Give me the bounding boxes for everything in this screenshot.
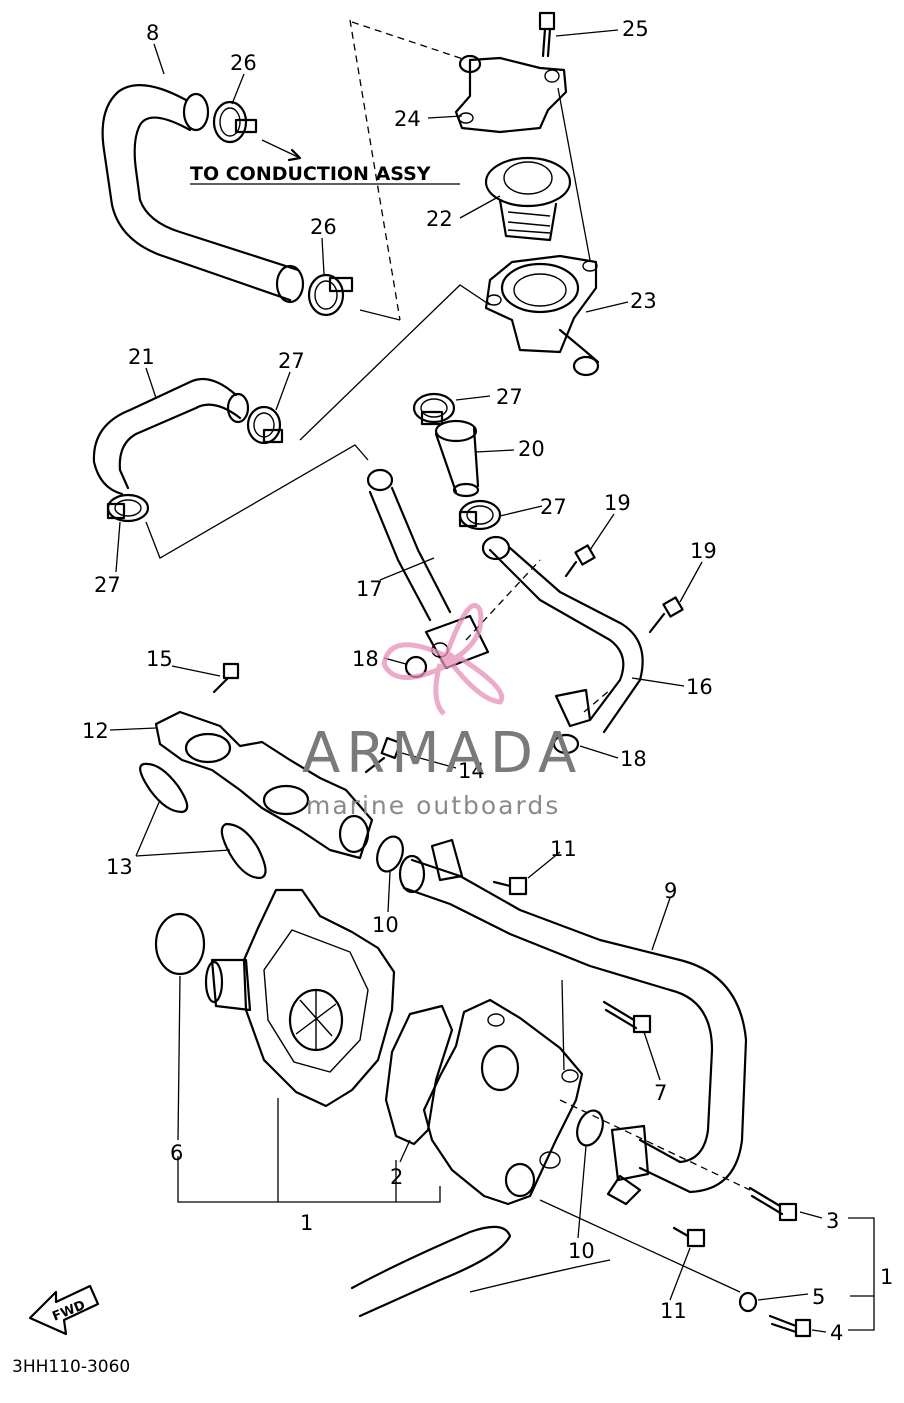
hose-21 [92, 377, 250, 496]
bolt-11-upper [492, 876, 528, 896]
bolt-7 [602, 1000, 652, 1034]
note-to-conduction-assy: TO CONDUCTION ASSY [190, 163, 431, 185]
fwd-arrow-icon: FWD [28, 1284, 100, 1336]
callout-1-pump: 1 [300, 1211, 313, 1235]
bolt-4 [768, 1314, 812, 1338]
callout-3: 3 [826, 1209, 839, 1233]
callout-18-left: 18 [352, 647, 379, 671]
callout-27-c: 27 [496, 385, 523, 409]
bolt-14 [364, 736, 402, 774]
callout-1-bolts: 1 [880, 1265, 893, 1289]
callout-18-right: 18 [620, 747, 647, 771]
thermostat-cover-24 [454, 54, 568, 134]
bolt-15 [212, 662, 240, 694]
callout-16: 16 [686, 675, 713, 699]
bolt-11-lower [672, 1226, 706, 1248]
hose-16 [481, 535, 644, 734]
callout-19-b: 19 [690, 539, 717, 563]
gasket-2 [384, 1004, 454, 1146]
callout-10-lower: 10 [568, 1239, 595, 1263]
callout-9: 9 [664, 879, 677, 903]
watermark-brand: ARMADA [302, 721, 582, 786]
callout-21: 21 [128, 345, 155, 369]
clamp-27-a [246, 405, 284, 445]
oring-10-lower [576, 1109, 604, 1147]
impeller-housing [204, 888, 396, 1108]
callout-25: 25 [622, 17, 649, 41]
callout-7: 7 [654, 1081, 667, 1105]
clamp-27-d [458, 499, 502, 531]
clamp-26-upper [212, 100, 258, 144]
thermostat-22 [484, 156, 572, 242]
callout-20: 20 [518, 437, 545, 461]
callout-14: 14 [458, 759, 485, 783]
bolt-25 [538, 11, 556, 58]
callout-5: 5 [812, 1285, 825, 1309]
callout-22: 22 [426, 207, 453, 231]
pipe-9 [398, 838, 748, 1206]
thermostat-housing-23 [484, 254, 600, 377]
oring-13-a [139, 762, 189, 814]
callout-27-d: 27 [540, 495, 567, 519]
callout-27-a: 27 [278, 349, 305, 373]
callout-17: 17 [356, 577, 383, 601]
bolt-19-b [648, 596, 684, 634]
callout-23: 23 [630, 289, 657, 313]
callout-26-upper: 26 [230, 51, 257, 75]
hose-20 [434, 419, 480, 498]
bolt-19-a [564, 544, 596, 578]
oring-13-b [220, 822, 267, 880]
washer-5 [738, 1291, 758, 1313]
callout-2: 2 [390, 1165, 403, 1189]
clamp-27-c [412, 392, 456, 426]
clamp-27-b [106, 493, 150, 523]
hose-17 [366, 468, 490, 670]
bolt-3 [748, 1186, 798, 1222]
oring-18-right [552, 733, 580, 755]
clamp-26-lower [307, 273, 354, 317]
callout-26-lower: 26 [310, 215, 337, 239]
callout-27-b: 27 [94, 573, 121, 597]
callout-13: 13 [106, 855, 133, 879]
oring-6 [154, 912, 206, 976]
callout-8: 8 [146, 21, 159, 45]
callout-24: 24 [394, 107, 421, 131]
callout-15: 15 [146, 647, 173, 671]
callout-4: 4 [830, 1321, 843, 1345]
callout-12: 12 [82, 719, 109, 743]
pipe-12 [154, 710, 374, 860]
diagram-code: 3HH110-3060 [12, 1357, 130, 1377]
callout-19-a: 19 [604, 491, 631, 515]
watermark-tagline: marine outboards [306, 791, 560, 820]
armada-logo-icon [381, 602, 504, 716]
callout-10-upper: 10 [372, 913, 399, 937]
callout-6: 6 [170, 1141, 183, 1165]
oring-10-upper [376, 835, 404, 873]
callout-11-lower: 11 [660, 1299, 687, 1323]
pump-body [422, 998, 584, 1206]
hose-8 [101, 84, 305, 304]
callout-11-upper: 11 [550, 837, 577, 861]
